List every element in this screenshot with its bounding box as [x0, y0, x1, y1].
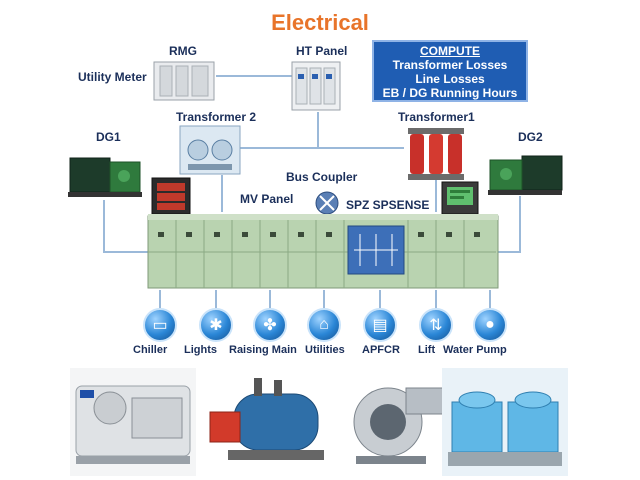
load-label-utilities: Utilities	[305, 344, 345, 356]
transformer2-image	[179, 125, 241, 175]
boiler-photo	[204, 368, 330, 476]
transformer1-label: Transformer1	[398, 110, 475, 124]
compute-line: Line Losses	[415, 72, 485, 86]
rmg-cabinet-image	[153, 61, 215, 101]
bus-coupler-label: Bus Coupler	[286, 170, 358, 184]
printer-icon: ▤	[363, 308, 397, 342]
water-drop-icon: ●	[473, 308, 507, 342]
compute-heading: COMPUTE	[420, 44, 480, 58]
mv-panel-board	[147, 214, 499, 289]
cooling-tower-photo	[442, 368, 568, 476]
dg2-label: DG2	[518, 130, 543, 144]
fan-icon: ✤	[253, 308, 287, 342]
ht-panel-label: HT Panel	[296, 44, 348, 58]
transformer2-label: Transformer 2	[176, 110, 257, 124]
compute-line: EB / DG Running Hours	[382, 86, 518, 100]
mv-panel-label: MV Panel	[240, 192, 294, 206]
compute-box: COMPUTE Transformer Losses Line Losses E…	[372, 40, 528, 102]
dg1-image	[68, 157, 142, 197]
rmg-label: RMG	[169, 44, 197, 58]
load-label-raising-main: Raising Main	[229, 344, 297, 356]
lift-icon: ⇅	[419, 308, 453, 342]
dg1-label: DG1	[96, 130, 121, 144]
spz-label: SPZ SPSENSE	[346, 198, 430, 212]
power-meter-image	[151, 177, 191, 215]
load-label-chiller: Chiller	[133, 344, 168, 356]
compute-line: Transformer Losses	[392, 58, 508, 72]
monitor-icon: ▭	[143, 308, 177, 342]
bus-coupler-icon	[315, 191, 339, 215]
dg2-image	[488, 155, 563, 195]
load-label-water-pump: Water Pump	[443, 344, 507, 356]
utility-meter-label: Utility Meter	[78, 70, 147, 84]
house-icon: ⌂	[307, 308, 341, 342]
connector-dg2-panel	[496, 196, 521, 253]
lightbulb-icon: ✱	[199, 308, 233, 342]
connector-dg1-panel	[103, 200, 150, 253]
ht-panel-image	[291, 61, 341, 111]
chiller-photo	[70, 368, 196, 476]
blower-fan-photo	[336, 368, 462, 476]
monitor-device-image	[441, 181, 479, 215]
load-label-lights: Lights	[184, 344, 217, 356]
load-label-apfcr: APFCR	[362, 344, 400, 356]
load-label-lift: Lift	[418, 344, 436, 356]
transformer1-image	[408, 128, 464, 180]
page-title: Electrical	[271, 10, 369, 35]
